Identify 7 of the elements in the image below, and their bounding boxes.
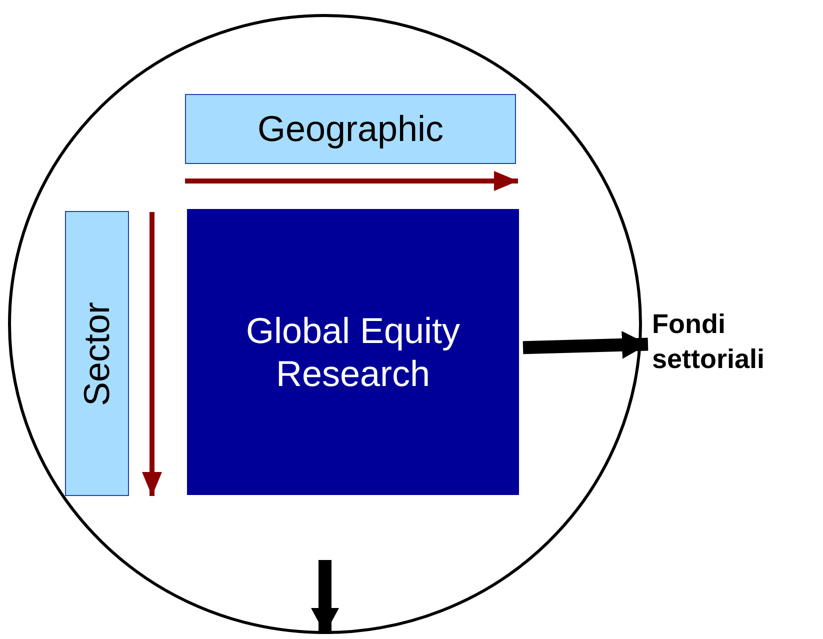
block-arrow bbox=[522, 330, 648, 359]
circle-outline bbox=[8, 14, 642, 634]
label-box: Geographic bbox=[185, 94, 516, 164]
label-box: Sector bbox=[65, 211, 129, 496]
process-box: Global Equity Research bbox=[187, 209, 519, 495]
block-arrow bbox=[311, 560, 339, 634]
side-label: Fondi settoriali bbox=[652, 300, 822, 384]
